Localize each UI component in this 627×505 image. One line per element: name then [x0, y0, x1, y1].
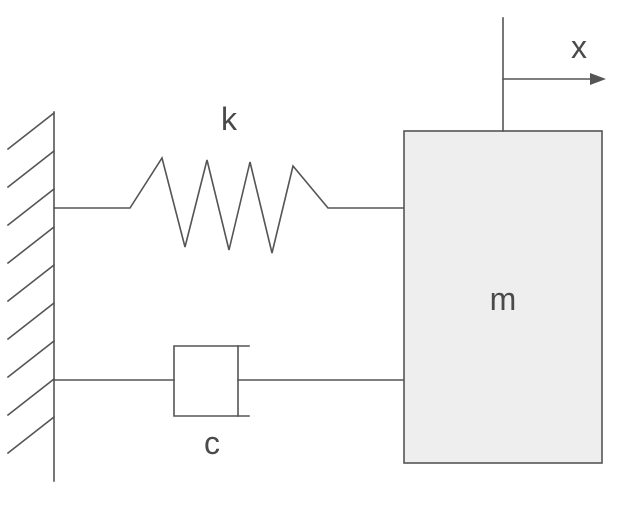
mass-rect	[403, 130, 603, 464]
spring-zigzag	[53, 156, 405, 254]
damper: c	[53, 345, 405, 461]
displacement-arrowhead	[590, 73, 606, 85]
damper-cylinder	[173, 345, 250, 417]
spring-label: k	[221, 101, 238, 137]
damper-label: c	[204, 425, 220, 461]
displacement-label: x	[571, 29, 587, 65]
mass-label: m	[490, 281, 517, 317]
mass-block: m	[403, 130, 603, 464]
displacement-indicator: x	[502, 17, 606, 132]
spring: k	[53, 101, 405, 254]
fixed-wall	[6, 111, 56, 482]
wall-hatching	[6, 111, 56, 455]
